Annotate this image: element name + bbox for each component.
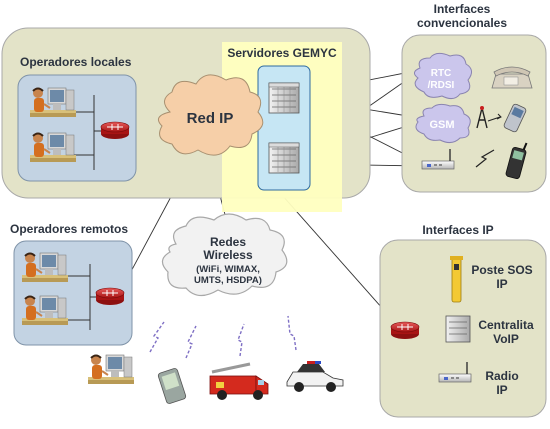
remote-operators-title: Operadores remotos (10, 222, 128, 236)
gsm-cloud (415, 103, 471, 144)
rtc-cloud (414, 52, 472, 100)
server-rack-icon (268, 142, 300, 174)
operator-workstation-icon (21, 252, 69, 283)
police-car-icon (286, 361, 344, 392)
mobile-phone-icon (505, 142, 528, 180)
operator-workstation-icon (29, 132, 77, 163)
desk-phone-icon (491, 66, 533, 89)
conventional-title-line1: Interfaces (434, 2, 491, 16)
router-icon (390, 321, 420, 340)
wireless-label-line2: Wireless (203, 248, 253, 262)
pbx-label-line1: Centralita (478, 318, 534, 332)
server-rack-icon (268, 82, 300, 114)
mobile-phone-icon (503, 103, 527, 133)
red-ip-cloud (157, 74, 264, 156)
wireless-signal-icon (149, 321, 165, 353)
operator-workstation-icon (21, 295, 69, 326)
router-icon (100, 121, 130, 140)
signal-icon (475, 149, 495, 168)
wireless-signal-icon (287, 315, 297, 351)
labels: Operadores locales Operadores remotos Se… (10, 2, 534, 397)
rtc-label-line2: /RDSI (428, 80, 455, 91)
pda-icon (157, 368, 187, 404)
servers-title: Servidores GEMYC (227, 46, 337, 60)
ip-interfaces-title: Interfaces IP (422, 223, 493, 237)
wireless-cloud (161, 213, 288, 297)
operator-workstation-icon (87, 354, 135, 385)
gsm-label: GSM (429, 119, 454, 131)
wireless-label-line3: (WiFi, WIMAX, (196, 264, 260, 275)
sos-label-line1: Poste SOS (471, 263, 532, 277)
wireless-label-line4: UMTS, HSDPA) (194, 275, 262, 286)
wireless-signal-icon (237, 323, 245, 357)
local-operators-panel (17, 74, 137, 182)
operator-workstation-icon (29, 87, 77, 118)
sos-post-icon (450, 256, 463, 303)
local-operators-title: Operadores locales (20, 55, 132, 69)
conventional-title-line2: convencionales (417, 16, 507, 30)
sos-label-line2: IP (496, 277, 507, 291)
signal-icon (487, 113, 502, 122)
radio-label-line1: Radio (485, 369, 518, 383)
radio-label-line2: IP (496, 383, 507, 397)
pbx-label-line2: VoIP (493, 332, 519, 346)
rtc-label-line1: RTC (431, 68, 452, 79)
fire-truck-icon (209, 362, 269, 400)
red-ip-label: Red IP (187, 110, 234, 127)
wireless-signals (149, 315, 297, 359)
pbx-icon (445, 315, 471, 343)
wireless-label-line1: Redes (210, 235, 246, 249)
router-icon (95, 287, 125, 306)
antenna-icon (476, 106, 488, 129)
wireless-signal-icon (185, 325, 197, 359)
